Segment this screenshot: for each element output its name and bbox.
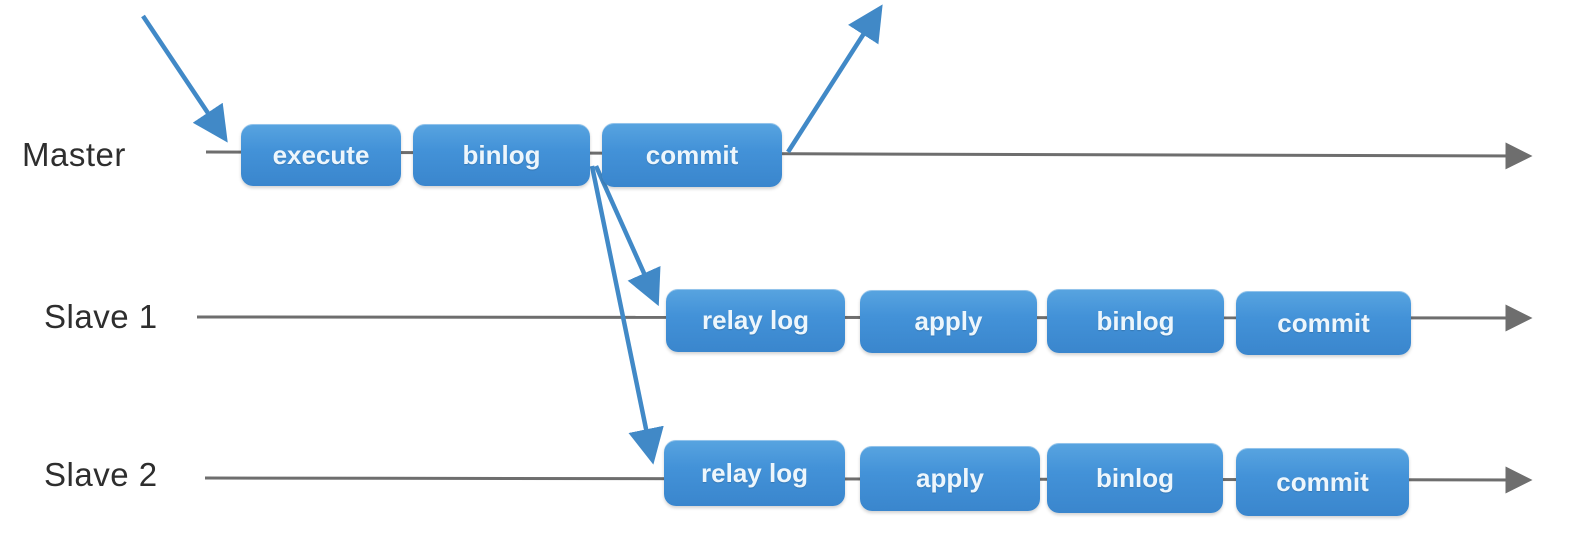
- outgoing-response-arrow: [786, 4, 883, 154]
- master-commit-box: commit: [602, 123, 782, 187]
- master-execute-box: execute: [241, 124, 401, 186]
- master-binlog-box: binlog: [413, 124, 590, 186]
- slave1-row-label: Slave 1: [44, 298, 158, 335]
- slave2-relay-log-box: relay log: [664, 440, 845, 506]
- master-timeline: [205, 142, 1533, 170]
- slave2-apply-box: apply: [860, 446, 1040, 511]
- slave1-binlog-box: binlog: [1047, 289, 1224, 353]
- incoming-request-arrow: [141, 14, 228, 143]
- slave2-row-label: Slave 2: [44, 456, 158, 493]
- slave1-relay-log-box: relay log: [666, 289, 845, 352]
- master-row-label: Master: [22, 136, 126, 173]
- slave1-apply-box: apply: [860, 290, 1037, 353]
- slave2-binlog-box: binlog: [1047, 443, 1223, 513]
- slave1-commit-box: commit: [1236, 291, 1411, 355]
- binlog-to-slave1-arrow: [593, 165, 661, 307]
- slave2-commit-box: commit: [1236, 448, 1409, 516]
- binlog-to-slave2-arrow: [589, 165, 664, 465]
